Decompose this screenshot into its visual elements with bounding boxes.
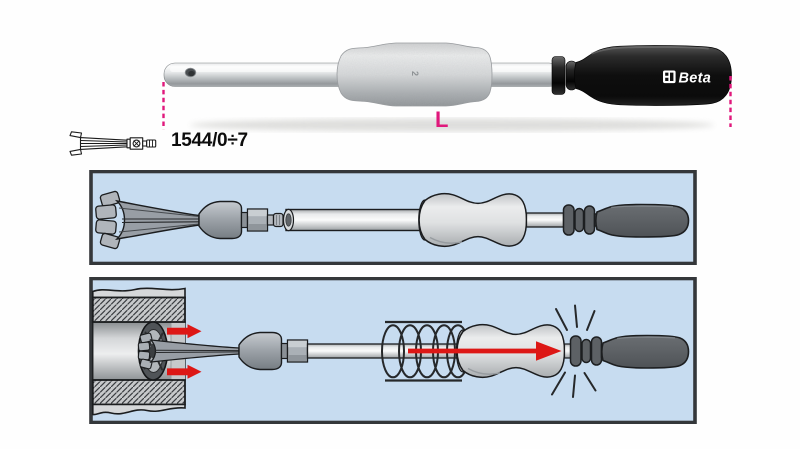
product-code: 1544/0÷7: [171, 130, 248, 151]
product-photo: 2 Beta: [162, 42, 732, 132]
arrow-bottom: [167, 364, 202, 379]
lock-collar: [551, 56, 578, 95]
tool-shadow: [190, 118, 714, 132]
arrow-slide-direction: [408, 341, 562, 361]
length-dimension-lines: [162, 76, 732, 130]
hammer-mass: 2: [336, 42, 493, 107]
beta-logo: Beta: [663, 70, 711, 86]
tool-handle: Beta: [574, 45, 732, 106]
threaded-stud: [266, 214, 275, 226]
usage-panel-exploded: [89, 170, 697, 265]
bellows-collar: [562, 204, 600, 236]
cone-adapter-2: [238, 331, 309, 371]
collet-gripping: [137, 332, 240, 370]
hammer-mass-drawing: [418, 192, 528, 248]
rear-shaft: [525, 212, 565, 228]
hammer-shaft-tube: [282, 208, 423, 232]
bellows-collar-2: [569, 335, 607, 367]
cone-adapter: [198, 200, 284, 240]
puller-head-thumbnail-icon: [69, 131, 157, 156]
collet-head: [95, 190, 200, 250]
handle-drawing-2: [601, 334, 690, 369]
impact-lines: [551, 304, 597, 398]
beta-logo-icon: [663, 70, 676, 84]
length-label: L: [435, 107, 449, 132]
hammer-size-marking: 2: [410, 71, 420, 76]
handle-drawing: [595, 203, 690, 238]
brand-name: Beta: [679, 70, 712, 86]
arrow-top: [167, 324, 202, 339]
usage-panel-action: [89, 277, 697, 424]
slide-hammer-tool: 2 Beta: [163, 42, 732, 107]
extraction-arrows: [167, 324, 562, 379]
